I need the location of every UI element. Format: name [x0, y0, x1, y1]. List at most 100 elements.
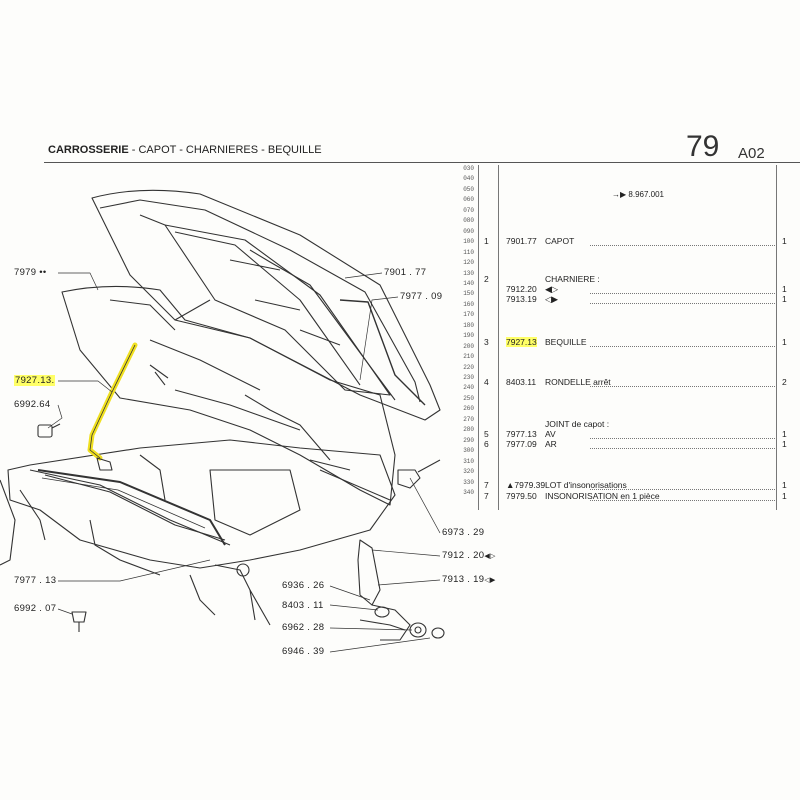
- scale-tick: 150: [463, 290, 474, 298]
- leader-dots: [590, 293, 775, 294]
- column-line-3: [776, 165, 777, 510]
- scale-tick: 050: [463, 185, 474, 193]
- leader-dots: [590, 245, 775, 246]
- part-reference: 7901.77: [506, 236, 537, 246]
- part-quantity: 1: [782, 439, 787, 449]
- callout-7927-13-text: 7927.13.: [14, 375, 56, 386]
- callout-7927-13: 7927.13.: [14, 375, 56, 386]
- title-bold: CARROSSERIE: [48, 144, 129, 156]
- scale-tick: 230: [463, 374, 474, 381]
- scale-tick: 320: [463, 468, 474, 476]
- scale-tick: 330: [463, 478, 474, 486]
- leader-dots: [590, 346, 775, 347]
- scale-tick: 270: [463, 415, 474, 423]
- engine-bay: [7, 439, 396, 569]
- leader-dots: [590, 438, 775, 439]
- callout-6992-07: 6992 . 07: [14, 603, 57, 614]
- callout-7913-19-text: 7913 . 19: [442, 574, 485, 585]
- callout-7912-20: 7912 . 20◀▷: [442, 550, 496, 561]
- scale-tick: 200: [463, 342, 474, 350]
- part-number: 7: [484, 480, 489, 490]
- part-reference: 7913.19: [506, 294, 537, 304]
- part-description: JOINT de capot :: [545, 419, 610, 429]
- scale-tick: 090: [463, 227, 474, 235]
- applicability-value: 8.967.001: [628, 190, 664, 199]
- hinge-right-icon: ◁▶: [484, 577, 496, 584]
- scale-tick: 240: [463, 384, 474, 392]
- part-number: 6: [484, 439, 489, 449]
- scale-tick: 110: [463, 248, 474, 256]
- arrow-right-icon: →▶: [612, 190, 627, 199]
- scale-tick: 170: [463, 311, 474, 319]
- part-description: AR: [545, 439, 557, 449]
- part-number: 2: [484, 274, 489, 284]
- part-reference: 7977.13: [506, 429, 537, 439]
- hinge-left-icon: ◀▷: [484, 553, 496, 560]
- callout-6992-64: 6992.64: [14, 399, 51, 410]
- leader-dots: [590, 500, 775, 501]
- scale-tick: 220: [463, 363, 474, 371]
- part-description: AV: [545, 429, 556, 439]
- scale-tick: 080: [463, 217, 474, 225]
- page-title: CARROSSERIE - CAPOT - CHARNIERES - BEQUI…: [48, 144, 322, 156]
- scale-tick: 040: [463, 175, 474, 183]
- callout-7979: 7979 ••: [14, 267, 47, 278]
- part-description: ◁▶: [545, 294, 559, 304]
- part-reference: 7927.13: [506, 337, 537, 347]
- hood-panel: [91, 189, 441, 421]
- scale-tick: 190: [463, 332, 474, 340]
- scale-tick: 130: [463, 269, 474, 277]
- scale-tick: 140: [463, 279, 474, 287]
- scale-tick: 280: [463, 426, 474, 434]
- hood-stay: [87, 342, 138, 461]
- part-number: 4: [484, 377, 489, 387]
- scale-tick: 060: [463, 196, 474, 204]
- column-line-2: [498, 165, 499, 510]
- part-number: 5: [484, 429, 489, 439]
- callout-7913-19: 7913 . 19◁▶: [442, 574, 496, 585]
- part-quantity: 1: [782, 284, 787, 294]
- header-rule: [44, 162, 800, 163]
- part-reference: 7912.20: [506, 284, 537, 294]
- leader-dots: [590, 303, 775, 304]
- scale-tick: 100: [463, 238, 474, 246]
- part-quantity: 1: [782, 337, 787, 347]
- part-reference: 7977.09: [506, 439, 537, 449]
- callout-6936-26: 6936 . 26: [282, 580, 325, 591]
- scale-tick: 180: [463, 321, 474, 329]
- part-quantity: 1: [782, 491, 787, 501]
- scale-tick: 310: [463, 457, 474, 465]
- part-number: 3: [484, 337, 489, 347]
- scale-tick: 160: [463, 300, 474, 308]
- part-description: CAPOT: [545, 236, 575, 246]
- scale-tick: 070: [463, 206, 474, 214]
- part-reference: 7979.50: [506, 491, 537, 501]
- scale-tick: 340: [463, 488, 474, 496]
- scale-tick: 120: [463, 259, 474, 267]
- part-description: BEQUILLE: [545, 337, 587, 347]
- part-description: ◀▷: [545, 284, 559, 294]
- callout-6946-39: 6946 . 39: [282, 646, 325, 657]
- leader-dots: [590, 489, 775, 490]
- part-quantity: 1: [782, 480, 787, 490]
- title-rest: - CAPOT - CHARNIERES - BEQUILLE: [128, 144, 322, 156]
- part-description: INSONORISATION en 1 pièce: [545, 491, 660, 501]
- section-number: 79: [686, 130, 720, 163]
- part-quantity: 1: [782, 236, 787, 246]
- applicability-note: →▶ 8.967.001: [612, 190, 664, 199]
- column-line-1: [478, 165, 479, 510]
- callout-6962-28: 6962 . 28: [282, 622, 325, 633]
- scale-tick: 260: [463, 405, 474, 413]
- insulation-panel: [61, 285, 396, 506]
- scale-tick: 290: [463, 436, 474, 444]
- part-reference: ▲7979.39: [506, 480, 546, 490]
- part-description: CHARNIERE :: [545, 274, 600, 284]
- scale-tick: 300: [463, 447, 474, 455]
- leader-dots: [590, 448, 775, 449]
- callout-7977-13: 7977 . 13: [14, 575, 57, 586]
- part-quantity: 1: [782, 294, 787, 304]
- part-number: 7: [484, 491, 489, 501]
- callout-6973-29: 6973 . 29: [442, 527, 485, 538]
- part-number: 1: [484, 236, 489, 246]
